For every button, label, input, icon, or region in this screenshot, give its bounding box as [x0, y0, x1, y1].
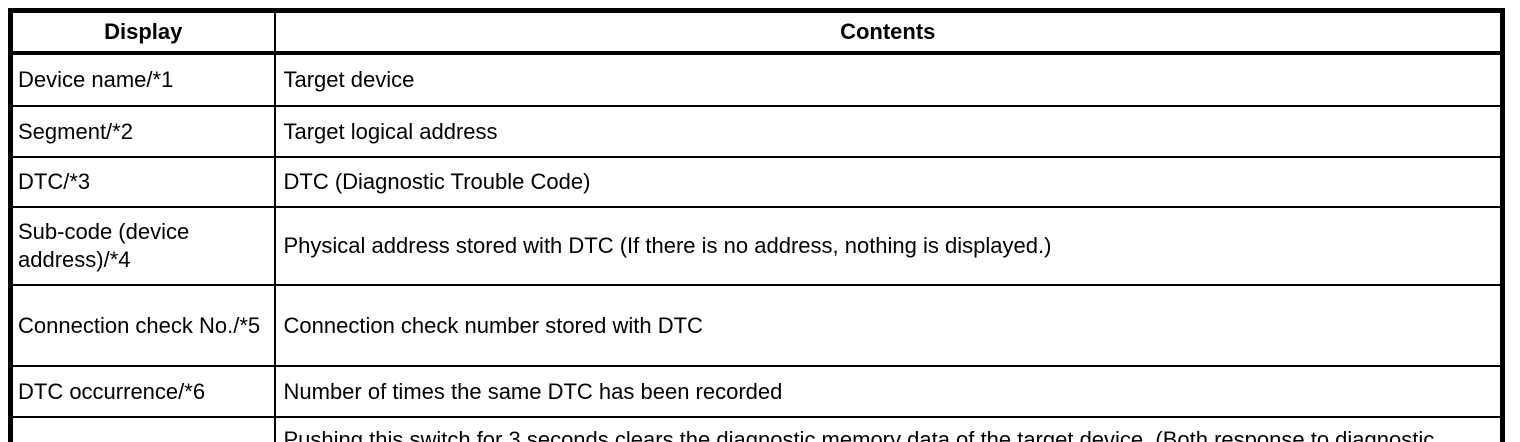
- table-row: Sub-code (device address)/*4 Physical ad…: [9, 206, 1504, 286]
- contents-cell: Connection check number stored with DTC: [273, 284, 1504, 367]
- display-cell: DTC/*3: [9, 156, 276, 208]
- display-cell: Connection check No./*5: [9, 284, 276, 367]
- table-row: Segment/*2 Target logical address: [9, 105, 1504, 158]
- contents-cell: Target logical address: [273, 105, 1504, 158]
- contents-cell: DTC (Diagnostic Trouble Code): [273, 156, 1504, 208]
- table-row: DTC occurrence/*6 Number of times the sa…: [9, 365, 1504, 418]
- contents-cell: Physical address stored with DTC (If the…: [273, 206, 1504, 286]
- contents-cell: Target device: [273, 52, 1504, 107]
- table-row: Device name/*1 Target device: [9, 52, 1504, 107]
- display-cell: Segment/*2: [9, 105, 276, 158]
- header-row: Display Contents: [9, 9, 1504, 55]
- table-row: Diagnosis clear switch/*7 Pushing this s…: [9, 416, 1504, 442]
- table-row: DTC/*3 DTC (Diagnostic Trouble Code): [9, 156, 1504, 208]
- display-cell: DTC occurrence/*6: [9, 365, 276, 418]
- display-cell: Device name/*1: [9, 52, 276, 107]
- display-cell: Sub-code (device address)/*4: [9, 206, 276, 286]
- display-cell: Diagnosis clear switch/*7: [9, 416, 276, 442]
- contents-cell: Number of times the same DTC has been re…: [273, 365, 1504, 418]
- contents-cell: Pushing this switch for 3 seconds clears…: [273, 416, 1504, 442]
- display-contents-table: Display Contents Device name/*1 Target d…: [8, 8, 1505, 442]
- table-row: Connection check No./*5 Connection check…: [9, 284, 1504, 367]
- contents-column-header: Contents: [273, 9, 1504, 55]
- display-column-header: Display: [9, 9, 276, 55]
